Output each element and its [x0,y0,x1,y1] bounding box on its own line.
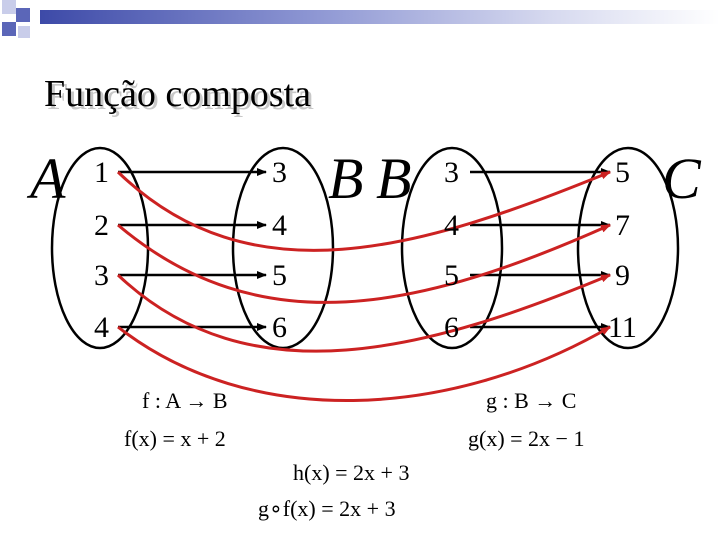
set-b-right-ellipse [400,146,504,350]
composite-curve-1 [116,170,611,252]
g-mapping-formula: g : B → C [486,388,577,413]
set-b-right-value: 6 [444,311,459,344]
set-b-left-label: B [328,146,364,211]
set-c-ellipse [576,146,680,350]
set-a-value: 1 [94,156,109,189]
set-b-right-value: 3 [444,156,459,189]
g-rule-formula: g(x) = 2x − 1 [468,426,585,451]
h-rule-formula: h(x) = 2x + 3 [293,460,410,485]
f-mapping-formula: f : A → B [142,388,228,413]
set-b-right-value: 4 [444,209,459,242]
f-rule-formula: f(x) = x + 2 [124,426,226,451]
set-b-right-value: 5 [444,259,459,292]
set-c-value: 9 [615,259,630,292]
corner-square-2 [16,8,30,22]
set-c-value: 5 [615,156,630,189]
set-a-label: A [30,146,66,211]
composite-rule-formula: g∘f(x) = 2x + 3 [258,496,396,521]
composite-curve-4 [117,325,611,402]
composite-curve-2 [117,223,611,304]
corner-square-3 [2,22,16,36]
set-c-value: 7 [615,209,630,242]
composite-curve-3 [116,273,611,353]
set-a-value: 3 [94,259,109,292]
set-b-left-value: 5 [272,259,287,292]
set-b-left-value: 3 [272,156,287,189]
corner-square-4 [18,26,30,38]
set-a-value: 2 [94,209,109,242]
set-b-right-label: B [376,146,412,211]
set-b-left-value: 4 [272,209,287,242]
set-c-value: 11 [608,311,637,344]
header-gradient-bar [40,10,720,24]
corner-square-1 [2,0,16,14]
set-b-left-value: 6 [272,311,287,344]
set-c-label: C [662,146,701,211]
set-a-value: 4 [94,311,109,344]
slide-title: Função composta [44,73,312,115]
